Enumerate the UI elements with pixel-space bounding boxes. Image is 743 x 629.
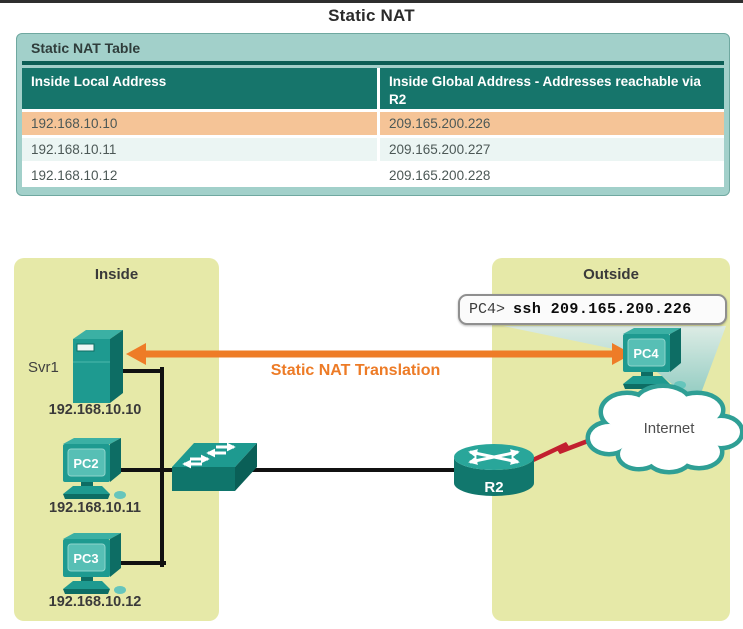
pc4-command-callout: PC4> ssh 209.165.200.226 — [458, 294, 727, 325]
pc-icon: PC2 — [63, 438, 126, 499]
server-ip-label: 192.168.10.10 — [48, 402, 142, 418]
pc-icon: PC4 — [623, 328, 686, 389]
pc2-ip-label: 192.168.10.11 — [49, 500, 141, 516]
nat-table-separator — [22, 61, 724, 65]
mouse-icon — [114, 491, 126, 499]
server-name-label: Svr1 — [28, 359, 59, 376]
column-header-inside-local: Inside Local Address — [22, 68, 377, 109]
internet-label: Internet — [644, 420, 696, 437]
column-header-inside-global: Inside Global Address - Addresses reacha… — [380, 68, 724, 109]
pc-icon: PC3 — [63, 533, 126, 594]
pc2-screen-label: PC2 — [73, 456, 98, 471]
router-icon: R2 — [454, 444, 534, 496]
outside-zone-title: Outside — [583, 266, 639, 283]
callout-prompt: PC4> — [469, 301, 506, 318]
table-cell-local-0: 192.168.10.10 — [22, 112, 377, 135]
table-cell-global-1: 209.165.200.227 — [380, 138, 724, 161]
table-cell-local-2: 192.168.10.12 — [22, 164, 377, 187]
cloud-icon: Internet — [585, 383, 743, 475]
pc3-ip-label: 192.168.10.12 — [48, 594, 142, 610]
static-nat-table: Static NAT Table Inside Local Address In… — [16, 33, 730, 196]
mouse-icon — [114, 586, 126, 594]
switch-icon — [172, 442, 257, 491]
switch-arrows — [182, 442, 236, 469]
router-label: R2 — [484, 479, 503, 496]
translation-arrow-label: Static NAT Translation — [270, 362, 441, 379]
page-top-border — [0, 0, 743, 3]
callout-command: ssh 209.165.200.226 — [513, 301, 692, 318]
page-title: Static NAT — [328, 6, 415, 25]
nat-table-title: Static NAT Table — [31, 40, 141, 56]
inside-zone-title: Inside — [94, 266, 139, 283]
router-arrows — [468, 449, 520, 465]
pc3-screen-label: PC3 — [73, 551, 98, 566]
table-cell-global-0: 209.165.200.226 — [380, 112, 724, 135]
pc4-screen-label: PC4 — [633, 346, 659, 361]
table-cell-local-1: 192.168.10.11 — [22, 138, 377, 161]
nat-table-grid: Inside Local Address Inside Global Addre… — [22, 68, 724, 187]
server-icon — [73, 330, 123, 403]
table-cell-global-2: 209.165.200.228 — [380, 164, 724, 187]
